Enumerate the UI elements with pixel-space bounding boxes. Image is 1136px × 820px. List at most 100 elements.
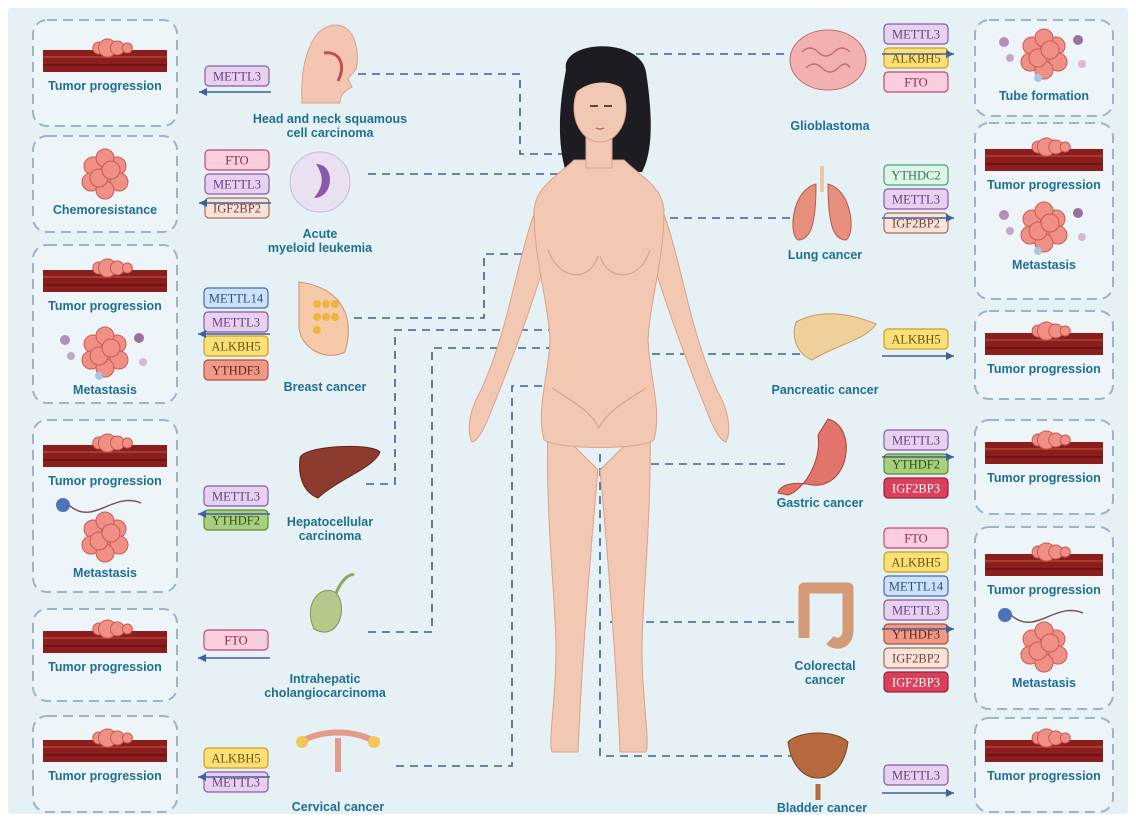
regulator-tag: ALKBH5 (204, 748, 268, 768)
outcome-label: Chemoresistance (53, 203, 157, 217)
cancer-label-line: Pancreatic cancer (771, 383, 878, 397)
regulator-tag-label: FTO (225, 154, 248, 168)
tumor-nodule (122, 438, 132, 448)
cancer-cell-icon (998, 608, 1012, 622)
regulator-tag-label: METTL3 (892, 769, 940, 783)
outcome-label: Tumor progression (48, 299, 162, 313)
regulator-tag: METTL3 (884, 765, 948, 785)
regulator-tag-label: METTL3 (892, 434, 940, 448)
regulator-tag: IGF2BP3 (884, 478, 948, 498)
outcome-panel: Tumor progression (33, 20, 177, 126)
regulator-tag: YTHDC2 (884, 165, 948, 185)
regulator-tag: METTL3 (884, 24, 948, 44)
cancer-label: Breast cancer (284, 380, 367, 394)
tumor-nodule (1060, 142, 1070, 152)
tumor-nodule (122, 263, 132, 273)
gland-lobule (322, 300, 330, 308)
regulator-tag-label: METTL3 (212, 316, 260, 330)
regulator-tag-label: YTHDF2 (892, 458, 940, 472)
regulator-tag-label: METTL3 (892, 28, 940, 42)
outcome-panel: Tumor progressionMetastasis (975, 123, 1113, 299)
tumor-nodule (1060, 435, 1070, 445)
outcome-panel: Tumor progression (33, 609, 177, 701)
outcome-panel: Tumor progression (33, 716, 177, 812)
regulator-tag: METTL3 (884, 430, 948, 450)
regulator-tag: METTL3 (884, 600, 948, 620)
leukemia-cell-icon (290, 152, 350, 212)
circulating-cell (1078, 60, 1086, 68)
cancer-label-line: Glioblastoma (790, 119, 870, 133)
cancer-label-line: cell carcinoma (287, 126, 375, 140)
circulating-cell (1078, 233, 1086, 241)
outcome-label: Tumor progression (987, 362, 1101, 376)
regulator-tag: FTO (884, 528, 948, 548)
outcome-label: Tumor progression (48, 660, 162, 674)
outcome-panel-box (33, 20, 177, 126)
outcome-panel: Tumor progressionMetastasis (975, 527, 1113, 709)
gland-lobule (331, 300, 339, 308)
gland-lobule (322, 313, 330, 321)
cancer-label: Lung cancer (788, 248, 862, 262)
brain-icon (790, 30, 866, 90)
outcome-label: Tumor progression (987, 769, 1101, 783)
circulating-cell (1034, 74, 1042, 82)
outcome-label: Tumor progression (48, 474, 162, 488)
regulator-tag: ALKBH5 (204, 336, 268, 356)
gland-lobule (313, 313, 321, 321)
outcome-label: Tumor progression (48, 769, 162, 783)
regulator-tag-label: METTL14 (889, 580, 944, 594)
cancer-label-line: Breast cancer (284, 380, 367, 394)
outcome-panel: Tumor progressionMetastasis (33, 420, 177, 592)
regulator-tag: METTL3 (204, 486, 268, 506)
cancer-label-line: Acute (303, 227, 338, 241)
tumor-cell (1041, 634, 1059, 652)
cancer-label-line: Intrahepatic (290, 672, 361, 686)
regulator-tag-label: IGF2BP2 (892, 652, 940, 666)
tumor-nodule (122, 43, 132, 53)
cancer-label: Cervical cancer (292, 800, 385, 814)
cancer-label-line: Bladder cancer (777, 801, 867, 815)
cancer-label-line: cholangiocarcinoma (264, 686, 387, 700)
ovary (368, 736, 380, 748)
regulator-tag-label: YTHDF2 (212, 514, 260, 528)
regulator-tag: METTL3 (205, 174, 269, 194)
cancer-label-line: Gastric cancer (777, 496, 864, 510)
circulating-cell (95, 372, 103, 380)
regulator-tag: METTL3 (884, 189, 948, 209)
regulator-tag-label: YTHDC2 (891, 169, 940, 183)
regulator-tag: FTO (205, 150, 269, 170)
cancer-label: Gastric cancer (777, 496, 864, 510)
outcome-panel: Tumor progression (975, 420, 1113, 514)
regulator-tag: METTL3 (205, 66, 269, 86)
gland-lobule (313, 300, 321, 308)
cancer-label-line: carcinoma (299, 529, 363, 543)
gland-lobule (331, 313, 339, 321)
regulator-tag-label: ALKBH5 (211, 752, 260, 766)
regulator-tag-label: FTO (904, 76, 927, 90)
regulator-tag: METTL14 (884, 576, 948, 596)
outcome-panel: Tumor progressionMetastasis (33, 245, 177, 403)
cancer-label: Pancreatic cancer (771, 383, 878, 397)
circulating-cell (1034, 247, 1042, 255)
gland-lobule (313, 326, 321, 334)
regulator-tag: FTO (884, 72, 948, 92)
circulating-cell (999, 210, 1009, 220)
circulating-cell (134, 333, 144, 343)
regulator-tag-label: METTL3 (892, 193, 940, 207)
cancer-cell-icon (56, 498, 70, 512)
cancer-label: Bladder cancer (777, 801, 867, 815)
regulator-tag: METTL3 (204, 772, 268, 792)
tumor-nodule (122, 733, 132, 743)
cancer-label-line: Cervical cancer (292, 800, 385, 814)
cancer-label-line: Lung cancer (788, 248, 862, 262)
cancer-label-line: myeloid leukemia (268, 241, 373, 255)
regulator-tag-label: METTL3 (892, 604, 940, 618)
ovary (296, 736, 308, 748)
outcome-label: Tube formation (999, 89, 1089, 103)
regulator-tag: ALKBH5 (884, 48, 948, 68)
outcome-panel: Tube formation (975, 20, 1113, 116)
tumor-cell (102, 339, 120, 357)
regulator-tag-label: IGF2BP3 (892, 482, 940, 496)
circulating-cell (1073, 208, 1083, 218)
tumor-nodule (1060, 733, 1070, 743)
